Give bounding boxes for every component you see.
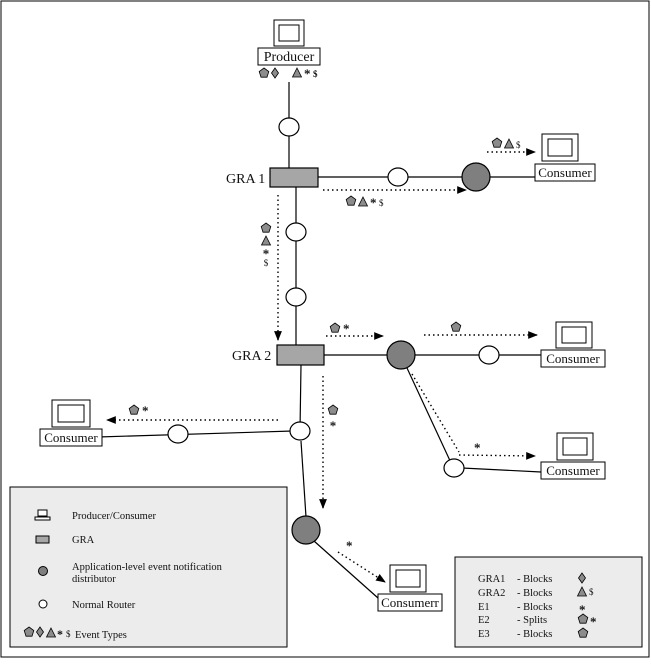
filter-node: E1 xyxy=(478,602,490,613)
filter-action: - Blocks xyxy=(517,574,552,585)
link-e2-router xyxy=(406,367,453,466)
filter-action: - Blocks xyxy=(517,629,552,640)
legend-box xyxy=(9,486,288,648)
gra1-label: GRA 1 xyxy=(226,172,265,187)
consumer-label: Consumer xyxy=(44,430,98,445)
event-symbols-left: * xyxy=(128,403,149,418)
consumer-node-bottom: Consumerr xyxy=(377,564,443,612)
star-symbol: * xyxy=(263,246,270,261)
consumer-node-lower-right: Consumer xyxy=(540,432,606,480)
star-symbol: * xyxy=(579,602,586,617)
router-icon xyxy=(278,117,300,137)
event-symbols-gra2-e3: * xyxy=(327,404,339,433)
consumer-node-mid-right: Consumer xyxy=(540,321,606,368)
star-symbol: * xyxy=(57,627,63,641)
star-symbol: * xyxy=(590,614,597,629)
filter-table-box xyxy=(454,556,643,648)
producer-node: Producer xyxy=(257,19,321,66)
event-flows xyxy=(106,148,538,583)
consumer-label: Consumer xyxy=(546,351,600,366)
consumer-node-top-right: Consumer xyxy=(534,133,596,182)
legend-label-gra: GRA xyxy=(72,535,95,546)
link-router-consumer-left xyxy=(97,430,294,438)
producer-box xyxy=(257,47,321,66)
event-symbols-e3-consumer: * xyxy=(346,538,353,553)
star-symbol: * xyxy=(343,321,350,336)
router-icon xyxy=(285,222,307,242)
router-icon xyxy=(167,424,189,444)
network-links xyxy=(97,82,542,599)
flow-to-consumer-right xyxy=(458,451,536,460)
event-symbols-top-right: $ xyxy=(491,137,521,150)
dollar-symbol: $ xyxy=(66,629,71,639)
consumer-label: Consumer xyxy=(546,463,600,478)
legend-label-distributor-1: Application-level event notification xyxy=(72,562,223,573)
link-router-e3 xyxy=(300,440,307,518)
consumer-label: Consumerr xyxy=(381,595,439,610)
router-icon xyxy=(285,287,307,307)
filter-action: - Blocks xyxy=(517,588,552,599)
event-symbols-gra1-e1: * $ xyxy=(345,195,384,210)
star-symbol: * xyxy=(304,66,311,81)
link-gra2-router xyxy=(299,364,302,432)
consumer-node-left: Consumer xyxy=(39,399,103,447)
legend: Producer/Consumer GRA Application-level … xyxy=(9,486,288,648)
star-symbol: * xyxy=(370,195,377,210)
dollar-symbol: $ xyxy=(516,140,521,150)
consumer-label: Consumer xyxy=(538,165,592,180)
flow-e2-down xyxy=(411,373,460,453)
dollar-symbol: $ xyxy=(264,258,269,268)
distributor-e2-icon xyxy=(386,340,416,370)
event-symbols-gra2-e2: * xyxy=(329,321,350,336)
producer-label: Producer xyxy=(264,50,315,65)
producer-event-symbols: * $ xyxy=(258,66,318,81)
router-icon xyxy=(478,345,500,365)
legend-label-distributor-2: distributor xyxy=(72,574,116,585)
event-types-icon: * $ xyxy=(23,626,71,641)
filter-table-rows: GRA1 - Blocks GRA2 - Blocks $ E1 - Block… xyxy=(478,572,597,640)
filter-action: - Splits xyxy=(517,615,547,626)
filter-action: - Blocks xyxy=(517,602,552,613)
filter-node: GRA2 xyxy=(478,588,505,599)
filter-node: E3 xyxy=(478,629,490,640)
event-symbols-gra1-gra2: * $ xyxy=(260,222,272,268)
filter-table: GRA1 - Blocks GRA2 - Blocks $ E1 - Block… xyxy=(454,556,643,648)
event-symbols-e2-down: * xyxy=(474,440,481,455)
star-symbol: * xyxy=(474,440,481,455)
router-icon xyxy=(387,167,409,187)
router-icon xyxy=(289,421,311,441)
gra2-box xyxy=(276,344,325,366)
legend-label-event-types: Event Types xyxy=(75,630,127,641)
router-icon xyxy=(38,599,48,609)
distributor-icon xyxy=(38,566,48,576)
dollar-symbol: $ xyxy=(589,587,594,597)
gra1-box xyxy=(269,167,319,188)
link-e3-consumer xyxy=(313,540,379,599)
distributor-e3-icon xyxy=(291,515,321,545)
routers xyxy=(167,117,500,478)
star-symbol: * xyxy=(330,418,337,433)
legend-label-router: Normal Router xyxy=(72,600,136,611)
legend-label-producer-consumer: Producer/Consumer xyxy=(72,511,156,522)
star-symbol: * xyxy=(346,538,353,553)
filter-node: E2 xyxy=(478,615,490,626)
gra2-label: GRA 2 xyxy=(232,349,271,364)
dollar-symbol: $ xyxy=(313,69,318,79)
router-icon xyxy=(443,458,465,478)
distributors xyxy=(291,162,491,545)
star-symbol: * xyxy=(142,403,149,418)
dollar-symbol: $ xyxy=(379,198,384,208)
filter-node: GRA1 xyxy=(478,574,505,585)
producer-consumer-icon xyxy=(34,509,51,521)
flow-e3-consumer xyxy=(337,551,386,583)
distributor-e1-icon xyxy=(461,162,491,192)
gra-icon xyxy=(35,535,50,544)
link-router-consumer xyxy=(461,467,542,473)
